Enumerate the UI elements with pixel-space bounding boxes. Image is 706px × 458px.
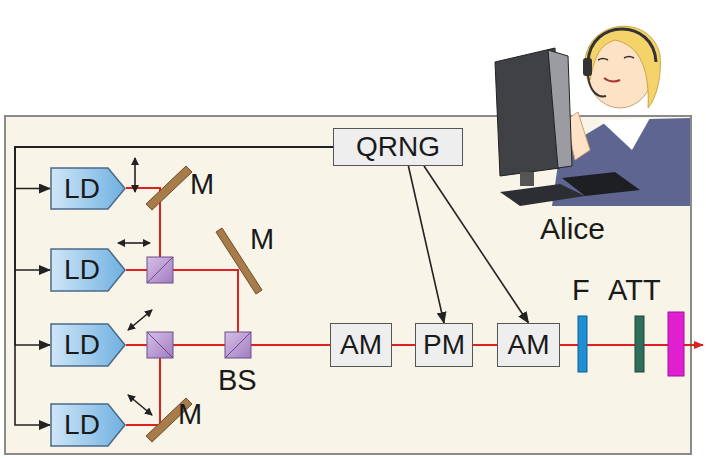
- pol-diagonal: [128, 310, 152, 330]
- control-line: [424, 166, 529, 323]
- filter-label: F: [572, 276, 590, 305]
- polarization-arrow: [118, 158, 152, 415]
- mirror-label: M: [250, 225, 274, 254]
- housing-outline: [5, 116, 691, 454]
- node-text: LD: [64, 256, 112, 284]
- monitor-side: [548, 50, 572, 168]
- alice-hair: [585, 26, 661, 108]
- pol-vertical: [134, 158, 136, 192]
- node-text: LD: [64, 175, 112, 203]
- laser-diode: LD: [50, 323, 126, 367]
- headset-ear: [583, 58, 592, 76]
- laser-diode: LD: [50, 167, 126, 210]
- laser-beam: [126, 188, 703, 425]
- attenuator-label: ATT: [608, 276, 661, 305]
- control-line: [408, 166, 444, 323]
- laser-diode-shape: [51, 324, 125, 366]
- laser-diode: LD: [50, 248, 126, 292]
- pol-antidiagonal: [128, 395, 152, 415]
- amplitude-modulator: AM: [497, 323, 560, 367]
- laser-diode-shape: [51, 168, 125, 209]
- alice-eyes: [598, 57, 634, 61]
- beam-splitter: [147, 257, 251, 358]
- qrng-box: QRNG: [333, 128, 463, 166]
- beam-connector: [473, 344, 497, 346]
- monitor-base: [500, 184, 585, 206]
- alice-label: Alice: [540, 214, 605, 244]
- monitor-stand: [520, 172, 534, 186]
- keyboard: [562, 172, 640, 196]
- filter-plate: [578, 316, 587, 372]
- output-port: [668, 312, 684, 376]
- amplitude-modulator: AM: [330, 323, 392, 367]
- laser-diode-shape: [51, 404, 125, 446]
- node-text: LD: [64, 331, 112, 359]
- alice-figure: [495, 26, 690, 206]
- node-text: LD: [64, 411, 112, 439]
- control-line: [15, 147, 333, 345]
- node-text: AM: [340, 331, 382, 359]
- bs-cube-3: [225, 332, 251, 358]
- node-text: PM: [423, 331, 465, 359]
- node-text: AM: [508, 331, 550, 359]
- laser-diode-shape: [51, 249, 125, 291]
- beam-2: [126, 270, 238, 345]
- bs-diag-1: [147, 257, 173, 283]
- bs-cube-1: [147, 257, 173, 283]
- alice-mouth: [604, 78, 620, 82]
- mirror: [146, 166, 262, 442]
- headset-band: [588, 29, 656, 62]
- beam-connector: [392, 344, 415, 346]
- attenuator-plate: [635, 316, 644, 372]
- mirror-label: M: [178, 400, 202, 429]
- laser-diode: LD: [50, 403, 126, 447]
- control-line: [15, 147, 333, 425]
- bs-diag-2: [147, 332, 173, 358]
- node-text: QRNG: [356, 133, 440, 161]
- alice-collar: [600, 118, 650, 150]
- phase-modulator: PM: [415, 323, 473, 367]
- mirror-label: M: [190, 170, 214, 199]
- bs-diag-3: [225, 332, 251, 358]
- headset-mic: [588, 76, 606, 96]
- beam-splitter-label: BS: [218, 366, 257, 395]
- pol-horizontal: [118, 242, 150, 244]
- bs-cube-2: [147, 332, 173, 358]
- mirror-top: [146, 166, 192, 210]
